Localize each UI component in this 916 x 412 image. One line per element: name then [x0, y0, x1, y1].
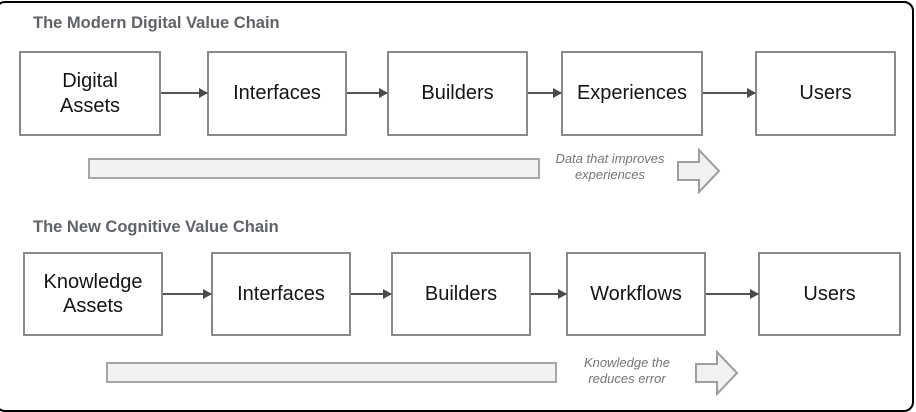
flow-arrow-icon [163, 289, 212, 299]
feedback-bar [106, 362, 557, 383]
chain-node-interfaces-1: Interfaces [207, 51, 347, 136]
chain-node-workflows: Workflows [566, 252, 706, 336]
feedback-caption: Data that improves experiences [555, 151, 665, 182]
flow-arrow-icon [161, 88, 208, 98]
section-title-cognitive: The New Cognitive Value Chain [33, 218, 279, 236]
flow-arrow-icon [347, 88, 388, 98]
flow-arrow-icon [351, 289, 392, 299]
chain-node-users-2: Users [758, 252, 901, 336]
chain-node-builders-1: Builders [387, 51, 528, 136]
flow-arrow-icon [706, 289, 759, 299]
flow-arrow-icon [531, 289, 567, 299]
chain-node-knowledge-assets: Knowledge Assets [23, 252, 163, 336]
chain-node-digital-assets: Digital Assets [19, 51, 161, 136]
flow-arrow-icon [528, 88, 562, 98]
chain-node-users-1: Users [755, 51, 896, 136]
chain-node-experiences: Experiences [561, 51, 703, 136]
chain-node-builders-2: Builders [391, 252, 531, 336]
feedback-caption: Knowledge the reduces error [583, 355, 670, 386]
chain-node-interfaces-2: Interfaces [211, 252, 351, 336]
feedback-bar [88, 158, 540, 179]
flow-arrow-icon [703, 88, 756, 98]
feedback-arrow-icon [695, 350, 739, 396]
feedback-arrow-icon [677, 148, 721, 194]
section-title-modern: The Modern Digital Value Chain [33, 14, 280, 32]
